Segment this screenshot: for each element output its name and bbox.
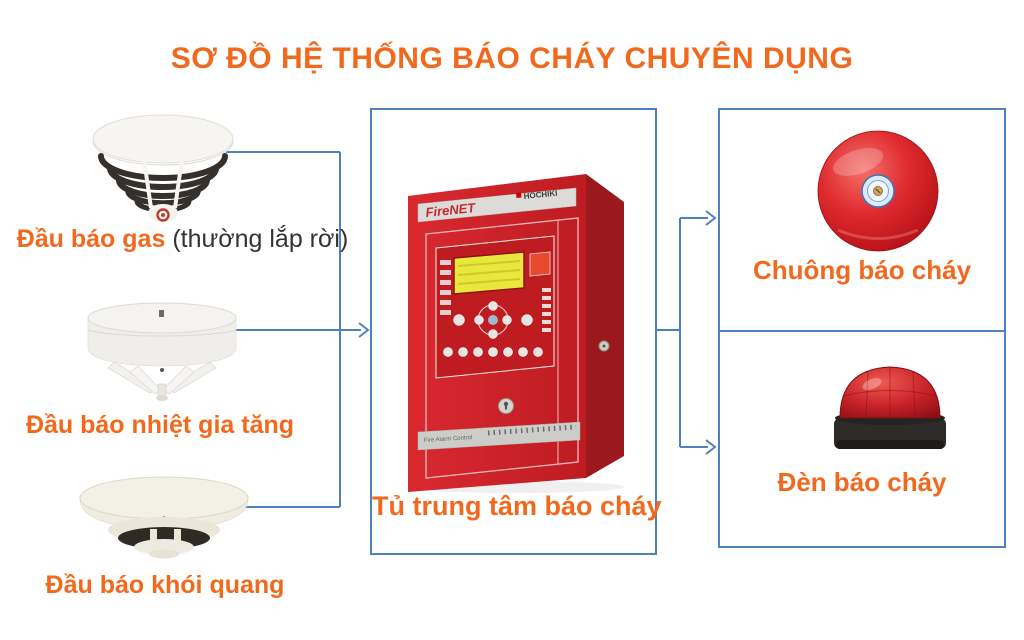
panel-strip-text: Fire Alarm Control (424, 435, 473, 444)
panel-side-face (586, 174, 624, 478)
arrowhead-into-strobe-icon (705, 439, 717, 455)
gas-detector-image (92, 114, 234, 222)
fire-bell-image (817, 130, 939, 252)
control-panel-name: Tủ trung tâm báo cháy (372, 491, 662, 521)
strobe-light-image (834, 366, 946, 449)
smoke-detector-name: Đầu báo khói quang (45, 571, 285, 599)
panel-alarm-button (529, 251, 551, 277)
panel-function-buttons (443, 347, 543, 357)
panel-logo-text: HOCHIKI (523, 189, 558, 201)
smoke-detector-label: Đầu báo khói quang (25, 570, 305, 601)
control-panel-label: Tủ trung tâm báo cháy (372, 490, 662, 524)
control-panel-box: FireNET HOCHIKI (370, 108, 662, 555)
heat-detector-label: Đầu báo nhiệt gia tăng (20, 410, 300, 441)
panel-brand-text: FireNET (425, 200, 477, 220)
strobe-light-name: Đèn báo cháy (777, 467, 947, 497)
panel-nav-buttons (453, 301, 533, 339)
strobe-light-label: Đèn báo cháy (720, 466, 1004, 499)
gas-detector-label: Đầu báo gas (thường lắp rời) (10, 224, 355, 255)
gas-detector-name: Đầu báo gas (16, 225, 166, 253)
heat-detector-image (87, 302, 237, 401)
fire-bell-name: Chuông báo cháy (752, 255, 972, 285)
outputs-box: Chuông báo cháy Đèn báo cháy (718, 108, 1006, 548)
arrowhead-into-bell-icon (705, 210, 717, 226)
panel-right-indicators (542, 288, 551, 332)
control-panel-image: FireNET HOCHIKI (408, 174, 624, 493)
smoke-detector-image (79, 476, 249, 559)
page-title: SƠ ĐỒ HỆ THỐNG BÁO CHÁY CHUYÊN DỤNG (170, 42, 854, 75)
heat-detector-name: Đầu báo nhiệt gia tăng (25, 411, 295, 439)
gas-detector-note: (thường lắp rời) (172, 225, 349, 253)
panel-left-indicators (440, 260, 451, 315)
outputs-divider (720, 330, 1004, 332)
arrowhead-into-panel-icon (358, 322, 370, 338)
fire-bell-label: Chuông báo cháy (720, 254, 1004, 287)
